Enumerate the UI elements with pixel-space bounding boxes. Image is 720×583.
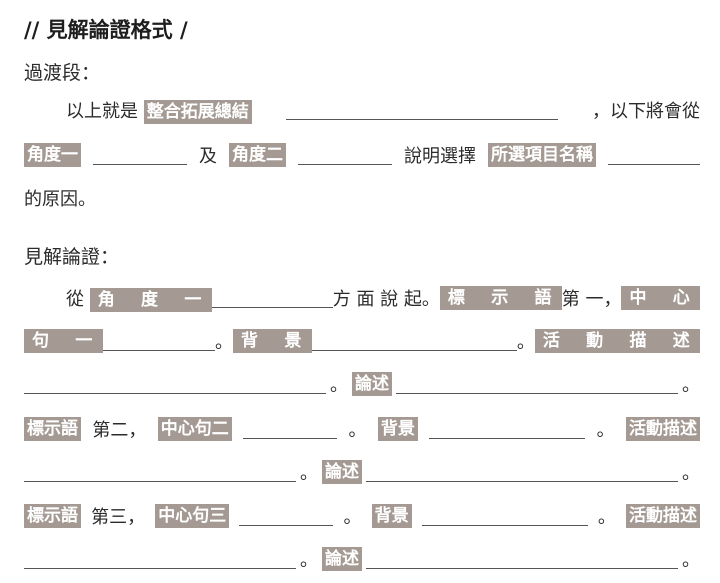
center1-b-tag: 句 一 (24, 329, 103, 353)
marker-tag-3: 標示語 (24, 504, 81, 528)
background-tag-2: 背景 (377, 417, 418, 441)
angle2-blank[interactable] (298, 146, 392, 165)
activity-spaced-tag: 活 動 描 述 (534, 329, 700, 353)
first-text: 第 一， (561, 289, 622, 310)
third-text: 第三， (91, 507, 146, 528)
center1-blank[interactable] (102, 332, 215, 351)
start-from-text: 方 面 說 起。 (332, 289, 440, 310)
selected-blank[interactable] (608, 146, 700, 165)
period-8: 。 (682, 463, 700, 484)
activity-blank-2[interactable] (24, 463, 296, 482)
transition-line-2: 角度一 及 角度二 說明選擇 所選項目名稱 (24, 141, 700, 169)
period-12: 。 (682, 550, 700, 571)
from-text: 從 (66, 288, 84, 310)
page-heading: // 見解論證格式 / (24, 17, 188, 42)
angle1-tag: 角度一 (24, 143, 81, 167)
argument-blank-3[interactable] (366, 550, 678, 569)
angle1-line-blank[interactable] (211, 289, 333, 308)
argument-line-3: 。 論述 。 (24, 370, 700, 398)
angle1-spaced-tag: 角 度 一 (89, 287, 212, 312)
argument-blank-2[interactable] (366, 463, 678, 482)
period-1: 。 (215, 332, 233, 353)
angle1-blank[interactable] (93, 146, 187, 165)
period-4: 。 (682, 375, 700, 396)
argument-line-4: 標示語 第二， 中心句二 。 背景 。 活動描述 (24, 415, 700, 443)
marker-tag-2: 標示語 (24, 417, 81, 441)
transition-line-3: 的原因。 (24, 184, 700, 212)
explain-text: 說明選擇 (404, 146, 476, 167)
and-text: 及 (199, 146, 217, 167)
period-6: 。 (596, 420, 615, 441)
next-will-text: ，以下將會從 (591, 101, 700, 122)
center3-blank[interactable] (239, 507, 334, 526)
period-9: 。 (343, 507, 362, 528)
transition-title: 過渡段： (24, 62, 101, 84)
center1-a-tag: 中 心 (621, 286, 700, 310)
period-10: 。 (597, 507, 616, 528)
selected-tag: 所選項目名稱 (488, 143, 596, 167)
activity-blank-3[interactable] (24, 550, 296, 569)
period-3: 。 (330, 375, 348, 396)
summary-tag: 整合拓展總結 (143, 99, 252, 124)
center2-blank[interactable] (243, 420, 338, 439)
reason-text: 的原因。 (24, 189, 96, 210)
background-tag-3: 背景 (371, 504, 412, 528)
argument-title: 見解論證： (24, 246, 120, 268)
center3-tag: 中心句三 (155, 504, 230, 528)
activity-tag-2: 活動描述 (626, 417, 700, 441)
background-blank-2[interactable] (429, 420, 586, 439)
summary-blank[interactable] (285, 101, 558, 120)
argument-line-5: 。 論述 。 (24, 458, 700, 486)
argument-tag-1: 論述 (352, 372, 392, 396)
angle2-tag: 角度二 (229, 143, 286, 167)
argument-line-1: 從 角 度 一 方 面 說 起。 標 示 語 第 一， 中 心 (24, 284, 700, 312)
period-7: 。 (300, 463, 318, 484)
argument-tag-3: 論述 (322, 547, 362, 571)
intro-prefix: 以上就是 (66, 100, 138, 122)
period-5: 。 (348, 420, 367, 441)
argument-tag-2: 論述 (322, 460, 362, 484)
background-blank-3[interactable] (421, 507, 588, 526)
transition-line-1: 以上就是 整合拓展總結 ，以下將會從 (24, 96, 700, 124)
marker-spaced-tag: 標 示 語 (439, 286, 562, 310)
activity-blank-1[interactable] (24, 375, 326, 394)
argument-line-2: 句 一 。 背 景 。 活 動 描 述 (24, 327, 700, 355)
background-spaced-tag: 背 景 (233, 329, 312, 353)
argument-blank-1[interactable] (396, 375, 678, 394)
argument-line-6: 標示語 第三， 中心句三 。 背景 。 活動描述 (24, 502, 700, 530)
activity-tag-3: 活動描述 (626, 504, 700, 528)
period-11: 。 (300, 550, 318, 571)
argument-line-7: 。 論述 。 (24, 545, 700, 573)
center2-tag: 中心句二 (157, 417, 232, 441)
period-2: 。 (516, 332, 535, 353)
background-blank-1[interactable] (311, 332, 517, 351)
second-text: 第二， (92, 420, 147, 441)
